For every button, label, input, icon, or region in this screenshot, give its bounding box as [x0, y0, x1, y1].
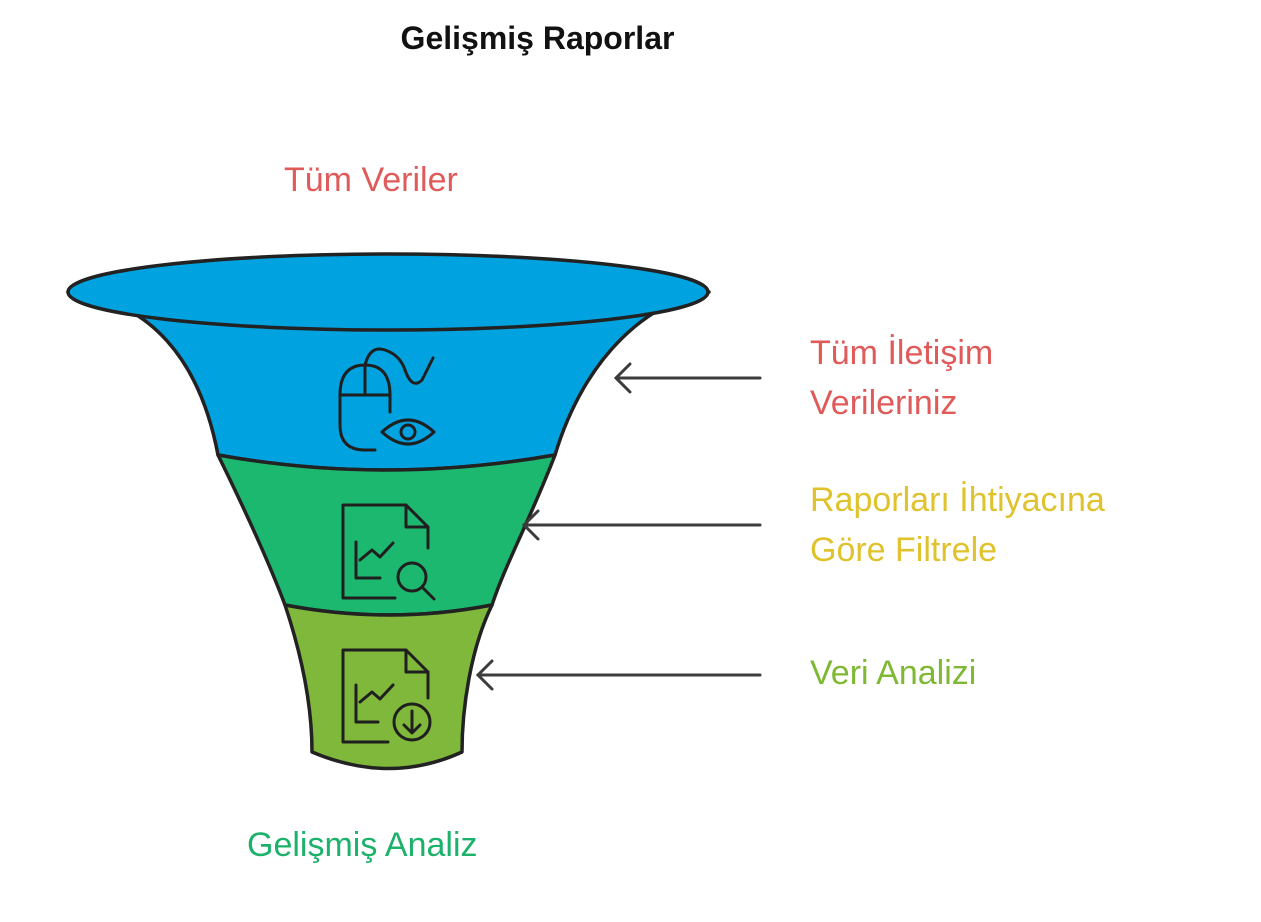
stage-1-label-line2: Verileriniz: [810, 384, 958, 422]
stage-2-label-line2: Göre Filtrele: [810, 531, 998, 569]
stage-3-label-line1: Veri Analizi: [810, 654, 977, 692]
funnel-stage-3: [283, 603, 494, 771]
page-title: Gelişmiş Raporlar: [400, 20, 675, 56]
stage-1-label: Tüm İletişim Verileriniz: [810, 328, 993, 428]
stage-3-label: Veri Analizi: [810, 648, 976, 698]
arrow-stage-2: [521, 509, 762, 541]
report-download-icon: [341, 648, 432, 744]
funnel-top-label: Tüm Veriler: [284, 161, 458, 199]
stage-1-label-line1: Tüm İletişim: [810, 334, 994, 372]
arrow-stage-1: [613, 362, 762, 394]
report-search-icon: [341, 503, 436, 601]
funnel-bottom-label: Gelişmiş Analiz: [247, 826, 478, 864]
funnel-stage-2: [216, 453, 557, 617]
mouse-eye-icon: [338, 347, 436, 452]
stage-2-label: Raporları İhtiyacına Göre Filtrele: [810, 475, 1105, 575]
funnel-rim: [66, 252, 710, 332]
stage-2-label-line1: Raporları İhtiyacına: [810, 481, 1105, 519]
arrow-stage-3: [475, 659, 762, 691]
